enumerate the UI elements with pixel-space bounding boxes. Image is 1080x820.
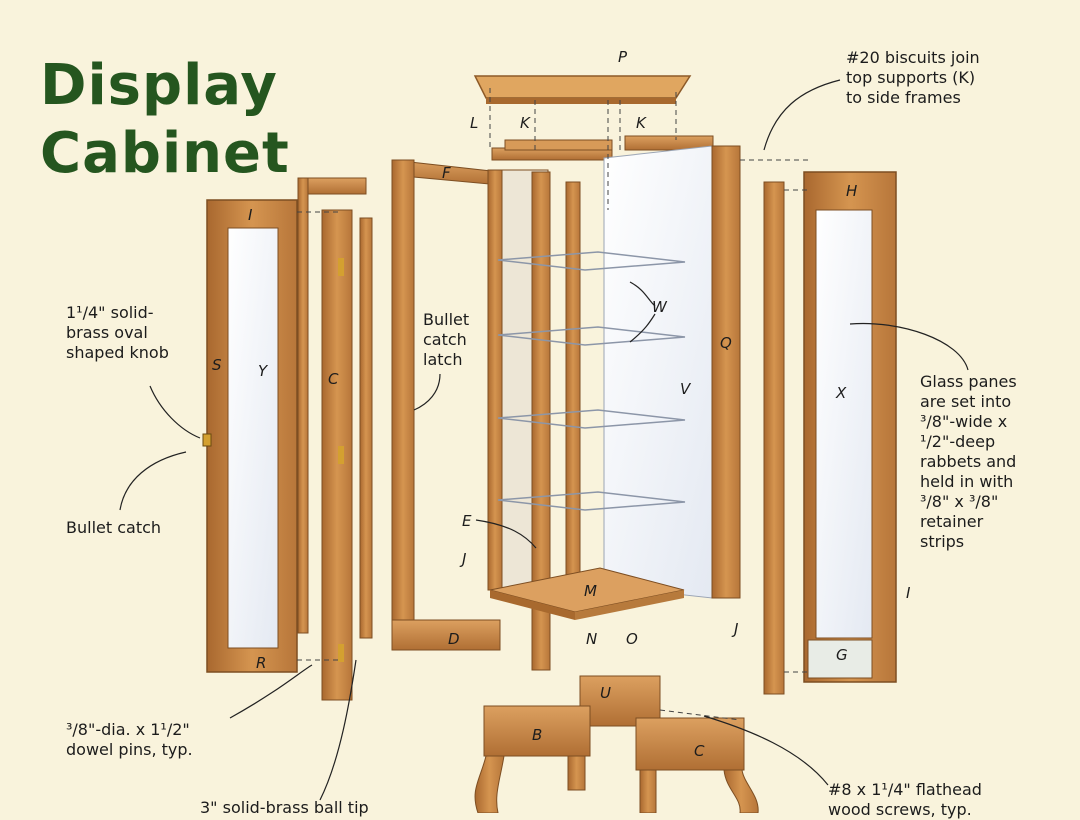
label-w: W: [652, 298, 667, 316]
label-c: C: [328, 370, 339, 388]
page-title: Display Cabinet: [40, 53, 290, 186]
label-b: B: [532, 726, 543, 744]
label-p: P: [618, 48, 628, 66]
label-x: X: [836, 384, 847, 402]
glass-shelves-w: [497, 251, 686, 511]
label-k-right: K: [636, 114, 646, 132]
label-s: S: [212, 356, 222, 374]
label-g: G: [836, 646, 848, 664]
label-d: D: [448, 630, 460, 648]
note-knob: 1¹/4" solid- brass oval shaped knob: [66, 303, 169, 362]
label-e: E: [462, 512, 472, 530]
base-assembly: [474, 675, 759, 813]
label-i-right: I: [906, 584, 911, 602]
top-supports: [491, 135, 714, 161]
right-stile: [763, 181, 785, 695]
label-f: F: [442, 164, 451, 182]
label-j-right: J: [734, 620, 739, 638]
label-o: O: [626, 630, 638, 648]
note-screws: #8 x 1¹/4" flathead wood screws, typ.: [828, 780, 982, 819]
label-l: L: [470, 114, 479, 132]
left-door: [202, 199, 298, 673]
note-bullet-catch: Bullet catch: [66, 518, 162, 537]
label-n: N: [586, 630, 598, 648]
left-face-frame: [297, 177, 373, 701]
note-biscuits: #20 biscuits join top supports (K) to si…: [846, 48, 980, 107]
label-r: R: [256, 654, 267, 672]
label-u: U: [600, 684, 611, 702]
assembly-lines: [297, 88, 810, 721]
note-dowel-pins: ³/8"-dia. x 1¹/2" dowel pins, typ.: [66, 720, 193, 759]
right-door: [803, 171, 897, 683]
label-i-left: I: [248, 206, 253, 224]
label-j-left: J: [462, 550, 467, 568]
left-side-frame: [391, 159, 501, 651]
label-q: Q: [720, 334, 732, 352]
top-panel-p: [473, 75, 692, 104]
label-v: V: [680, 380, 691, 398]
note-hinge: 3" solid-brass ball tip: [200, 798, 369, 817]
label-h: H: [846, 182, 858, 200]
note-bullet-latch: Bullet catch latch: [423, 310, 470, 369]
cabinet-case: [487, 145, 741, 671]
label-c-base: C: [694, 742, 705, 760]
label-m: M: [584, 582, 597, 600]
leader-lines: [119, 79, 969, 801]
note-glass-panes: Glass panes are set into ³/8"-wide x ¹/2…: [920, 372, 1017, 551]
label-k-left: K: [520, 114, 530, 132]
label-y: Y: [258, 362, 268, 380]
